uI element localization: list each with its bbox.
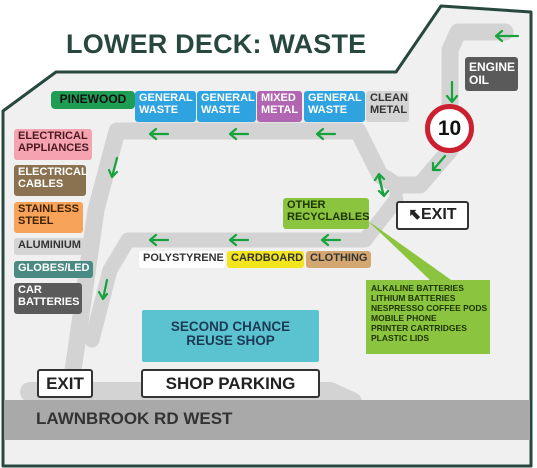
arrow-down-icon <box>97 278 109 301</box>
arrow-left-icon <box>148 127 170 141</box>
other-recyclables-label: OTHER RECYCLABLES <box>283 198 370 229</box>
road-band <box>4 400 530 440</box>
list-item: PRINTER CARTRIDGES <box>371 322 467 333</box>
arrow-left-icon <box>315 127 337 141</box>
mixed-metal-label: MIXED METAL <box>257 91 302 122</box>
exit-arrow-icon: ⬉ <box>408 206 421 223</box>
aluminium-label: ALUMINIUM <box>14 238 86 255</box>
arrow-left-icon <box>320 233 342 247</box>
direction-arrows <box>97 29 520 301</box>
arrow-down-left-icon <box>431 154 447 172</box>
car-batteries-label: CAR BATTERIES <box>14 283 82 314</box>
arrow-left-icon <box>148 233 170 247</box>
arrow-down-icon <box>377 176 390 198</box>
arrow-left-icon <box>228 127 250 141</box>
shop-parking-sign: SHOP PARKING <box>141 369 320 398</box>
arrow-left-icon <box>494 29 520 43</box>
general-waste-label: GENERAL WASTE <box>135 91 196 122</box>
electrical-appliances-label: ELECTRICAL APPLIANCES <box>14 129 92 160</box>
arrow-down-icon <box>107 156 119 179</box>
driveway-exit <box>20 382 362 412</box>
engine-oil-label: ENGINE OIL <box>465 57 518 91</box>
list-item: PLASTIC LIDS <box>371 332 430 343</box>
page-title: LOWER DECK: WASTE <box>66 29 367 59</box>
reuse-shop-label: SECOND CHANCE REUSE SHOP <box>142 310 319 362</box>
driveway-upper-loop <box>61 23 514 399</box>
general-waste-label: GENERAL WASTE <box>197 91 256 122</box>
road-name: LAWNBROOK RD WEST <box>36 409 233 428</box>
exit-sign-bottom: EXIT <box>37 369 93 398</box>
list-item: ALKALINE BATTERIES <box>371 283 464 293</box>
pinewood-label: PINEWOOD <box>51 91 135 109</box>
recyclables-list: ALKALINE BATTERIES LITHIUM BATTERIES NES… <box>366 280 490 354</box>
polystyrene-label: POLYSTYRENE <box>139 251 225 268</box>
speed-limit-sign: 10 <box>425 104 474 153</box>
arrow-down-icon <box>445 80 459 104</box>
globes-led-label: GLOBES/LED <box>14 261 93 278</box>
exit-sign-top: ⬉EXIT <box>396 201 469 230</box>
clothing-label: CLOTHING <box>306 251 371 268</box>
stainless-steel-label: STAINLESS STEEL <box>14 202 83 233</box>
recyclables-pointer <box>368 221 454 282</box>
arrow-left-icon <box>228 233 250 247</box>
general-waste-label: GENERAL WASTE <box>304 91 365 122</box>
electrical-cables-label: ELECTRICAL CABLES <box>14 165 88 196</box>
cardboard-label: CARDBOARD <box>227 251 304 268</box>
list-item: LITHIUM BATTERIES <box>371 292 456 303</box>
clean-metal-label: CLEAN METAL <box>366 91 409 122</box>
list-item: MOBILE PHONE <box>371 312 437 323</box>
list-item: NESPRESSO COFFEE PODS <box>371 302 488 313</box>
